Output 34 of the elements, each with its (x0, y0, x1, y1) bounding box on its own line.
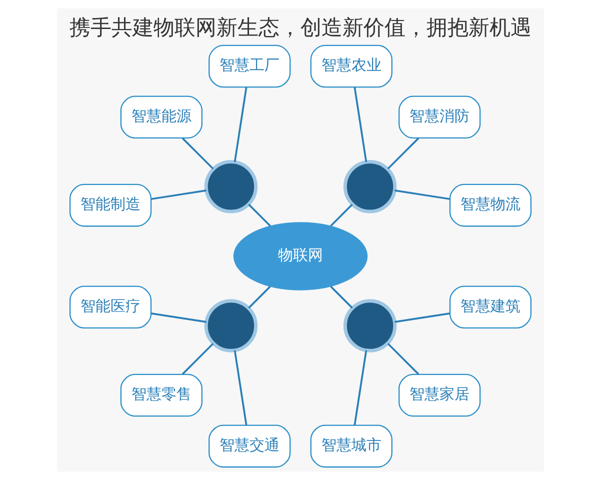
connector (233, 350, 247, 426)
node-circle (204, 160, 258, 214)
node-circle (342, 299, 396, 352)
connector (181, 138, 214, 170)
connector (150, 190, 206, 200)
connector (233, 87, 247, 162)
connector (150, 312, 206, 323)
connector (181, 342, 214, 375)
node-ellipse: 物联网 (232, 222, 368, 290)
connector (386, 138, 419, 170)
node-box: 智慧工厂 (208, 44, 290, 88)
node-circle (204, 299, 258, 352)
connector (353, 350, 367, 426)
node-box: 智慧农业 (310, 44, 392, 88)
node-box: 智慧物流 (448, 184, 532, 227)
node-box: 智慧家居 (398, 374, 480, 417)
connector (353, 87, 367, 162)
connector (394, 190, 450, 200)
node-box: 智慧建筑 (448, 286, 532, 328)
node-box: 智慧交通 (208, 424, 290, 468)
connector (248, 204, 270, 227)
connector (330, 286, 352, 309)
connector (386, 342, 419, 375)
connector (394, 312, 450, 323)
diagram-title: 携手共建物联网新生态，创造新价值，拥抱新机遇 (69, 15, 531, 40)
connector (248, 286, 270, 309)
node-box: 智慧消防 (398, 96, 480, 139)
node-box: 智慧城市 (310, 424, 392, 468)
connector (330, 204, 352, 227)
node-circle (342, 160, 396, 214)
node-box: 智能医疗 (68, 286, 152, 328)
node-box: 智慧能源 (120, 96, 202, 139)
node-box: 智能制造 (68, 184, 152, 227)
node-box: 智慧零售 (120, 374, 202, 417)
